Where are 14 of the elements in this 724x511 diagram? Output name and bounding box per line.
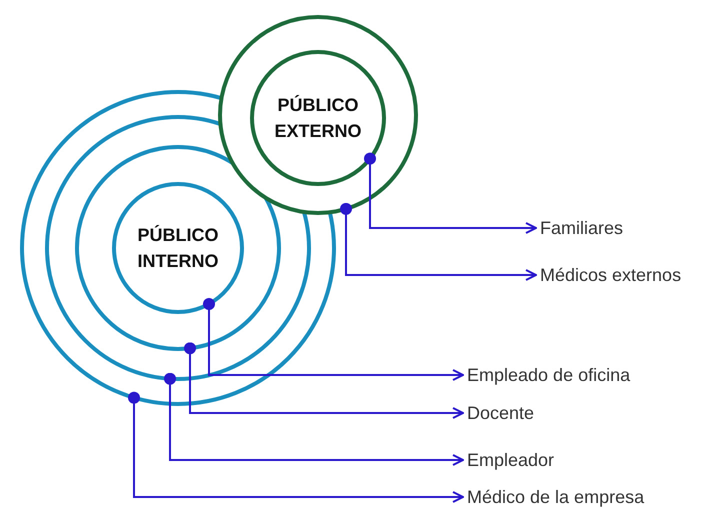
leader-line bbox=[128, 392, 464, 503]
leader-line bbox=[164, 372, 464, 466]
leader-line bbox=[184, 342, 464, 419]
callout-text: Médico de la empresa bbox=[467, 485, 644, 509]
leader-line bbox=[340, 202, 537, 281]
circle-title: PÚBLICO INTERNO bbox=[136, 224, 220, 273]
callout-text: Empleado de oficina bbox=[467, 363, 630, 387]
callout-text: Familiares bbox=[540, 216, 624, 240]
callout-text: Médicos externos bbox=[540, 263, 682, 287]
circle-title: PÚBLICO EXTERNO bbox=[273, 94, 362, 143]
leader-line bbox=[364, 152, 537, 234]
callout-text: Empleador bbox=[467, 448, 554, 472]
leader-line bbox=[203, 298, 464, 381]
callout-text: Docente bbox=[467, 401, 534, 425]
